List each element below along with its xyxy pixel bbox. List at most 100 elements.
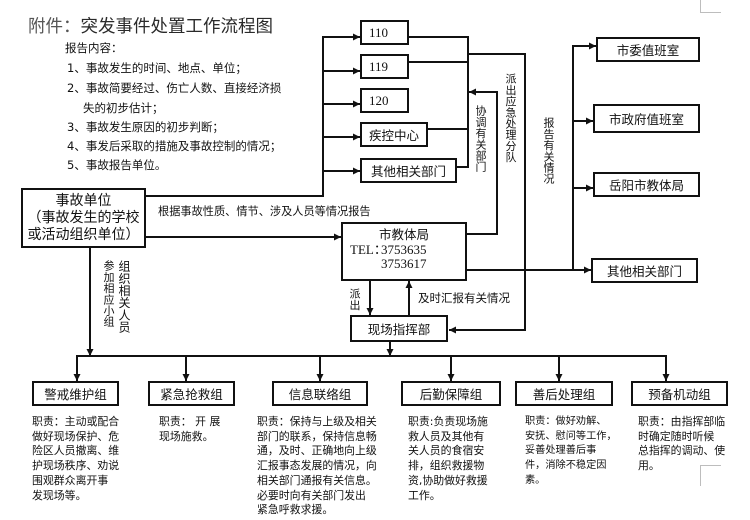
node-110: 110: [360, 20, 409, 45]
label-report-situation: 报告有关情况: [542, 117, 555, 185]
duty-line: 职责：保持与上级及相关: [257, 415, 377, 428]
page-title: 附件：突发事件处置工作流程图: [28, 16, 273, 38]
title-prefix: 附件：: [28, 17, 81, 37]
corner-mark-bottom-right: [700, 465, 721, 486]
label-timely-report: 及时汇报有关情况: [418, 291, 510, 305]
duty-line: 职责：主动或配合: [32, 415, 120, 428]
education-bureau-tel-1: 3753635: [381, 242, 427, 257]
duty-line: 关人员的食宿安: [408, 444, 485, 458]
duty-aftermath-handling: 职责：做好劝解、 安抚、慰问等工作， 妥善处理善后事 件，消除不稳定因 素。: [525, 415, 617, 489]
node-cdc: 疾控中心: [360, 122, 428, 147]
report-contents-heading: 报告内容：: [65, 41, 123, 55]
duty-line: 部门的联系，保持信息畅: [257, 429, 377, 443]
node-110-label: 110: [369, 24, 389, 40]
report-item: 4、事发后采取的措施及事故控制的情况；: [67, 139, 282, 153]
label-dispatch: 派出: [348, 288, 361, 311]
node-government-duty-office: 市政府值班室: [593, 104, 700, 133]
duty-line: 救人员及其他有: [408, 429, 485, 443]
arrow-dispatch-team: [449, 53, 526, 334]
duty-line: 通，及时、正确地向上级: [257, 444, 377, 458]
report-item: 2、事故简要经过、伤亡人数、直接经济损: [67, 81, 282, 95]
accident-unit-line: 事故单位: [55, 192, 112, 209]
duty-emergency-rescue: 职责： 开 展 现场施救。: [159, 415, 220, 444]
duty-line: 排，组织救援物: [408, 459, 485, 473]
duty-logistics-support: 职责:负责现场施 救人员及其他有 关人员的食宿安 排，组织救援物 资,协助做好救…: [408, 415, 488, 503]
report-item: 3、事故发生原因的初步判断；: [67, 120, 224, 134]
field-command-label: 现场指挥部: [367, 322, 431, 337]
node-119-label: 119: [369, 58, 389, 74]
node-119: 119: [360, 54, 409, 79]
group-name: 后勤保障组: [419, 387, 483, 402]
group-logistics-support: 后勤保障组: [401, 381, 501, 406]
report-item: 1、事故发生的时间、地点、单位；: [67, 61, 247, 75]
duty-line: 现场施救。: [159, 429, 214, 443]
duty-line: 汇报事态发展的情况，向: [257, 459, 377, 473]
duty-line: 件，消除不稳定因: [525, 460, 607, 472]
duty-security-maintenance: 职责：主动或配合 做好现场保护、危 险区人员撤离、维 护现场秩序、劝说 围观群众…: [32, 415, 119, 503]
duty-line: 护现场秩序、劝说: [32, 459, 120, 473]
label-dispatch-team: 派出应急处理分队: [504, 73, 517, 163]
duty-line: 相关部门通报有关信息。: [257, 473, 377, 487]
title-main: 突发事件处置工作流程图: [80, 17, 274, 37]
duty-reserve-mobile: 职责：由指挥部临 时确定随时听候 总指挥的调动、使 用。: [638, 415, 725, 474]
report-item: 5、事故报告单位。: [67, 158, 167, 172]
duty-line: 险区人员撤离、维: [32, 444, 120, 458]
node-yueyang-education-bureau: 岳阳市教体局: [593, 172, 700, 197]
duty-line: 职责:负责现场施: [408, 415, 488, 428]
education-bureau-tel-2: 3753617: [381, 256, 427, 271]
arrow-coordinate-departments: [467, 88, 498, 235]
duty-information-liaison: 职责：保持与上级及相关 部门的联系，保持信息畅 通，及时、正确地向上级 汇报事态…: [257, 415, 377, 518]
group-reserve-mobile: 预备机动组: [631, 381, 728, 406]
connector-accident-to-services-trunk: [146, 36, 324, 197]
duty-line: 妥善处理善后事: [525, 445, 597, 457]
label-report-by-nature: 根据事故性质、情节、涉及人员等情况报告: [158, 205, 371, 218]
node-cdc-label: 疾控中心: [369, 128, 420, 143]
node-education-bureau: 市教体局 TEL： 3753635 3753617: [341, 222, 467, 281]
duty-line: 时确定随时听候: [638, 429, 715, 443]
duty-line: 素。: [525, 474, 546, 486]
node-field-command: 现场指挥部: [350, 315, 448, 342]
duty-line: 围观群众离开事: [32, 473, 109, 487]
education-bureau-tel-label: TEL：: [350, 242, 387, 257]
group-security-maintenance: 警戒维护组: [32, 381, 119, 406]
label-join-groups: 参加相应小组: [102, 260, 115, 328]
report-item-continuation: 失的初步估计；: [83, 101, 164, 115]
duty-line: 工作。: [408, 488, 441, 502]
accident-unit-line: 或活动组织单位）: [27, 226, 140, 243]
node-party-duty-office: 市委值班室: [596, 37, 700, 62]
group-name: 警戒维护组: [44, 387, 107, 402]
node-120: 120: [360, 88, 409, 113]
duty-line: 做好现场保护、危: [32, 429, 120, 443]
node-120-label: 120: [369, 92, 389, 108]
group-name: 信息联络组: [288, 387, 352, 402]
duty-line: 用。: [638, 459, 660, 473]
label-organize-personnel: 组织相关人员: [117, 260, 131, 334]
node-yueyang-education-bureau-label: 岳阳市教体局: [608, 178, 684, 193]
duty-line: 资,协助做好救援: [408, 473, 488, 487]
node-party-duty-office-label: 市委值班室: [616, 43, 680, 58]
node-other-departments-right: 其他相关部门: [591, 258, 698, 283]
node-other-departments-left-label: 其他相关部门: [370, 164, 446, 179]
duty-line: 职责：做好劝解、: [525, 416, 607, 427]
node-other-departments-left: 其他相关部门: [360, 158, 457, 183]
education-bureau-name: 市教体局: [378, 227, 429, 242]
group-name: 善后处理组: [532, 387, 596, 402]
duty-line: 职责： 开 展: [159, 415, 221, 428]
label-coordinate-departments: 协调有关部门: [474, 105, 487, 173]
node-accident-unit: 事故单位 （事故发生的学校 或活动组织单位）: [21, 188, 146, 248]
duty-line: 总指挥的调动、使: [638, 444, 726, 458]
duty-line: 职责：由指挥部临: [638, 415, 726, 428]
node-government-duty-office-label: 市政府值班室: [608, 112, 684, 127]
group-name: 紧急抢救组: [160, 387, 223, 402]
group-name: 预备机动组: [648, 387, 711, 402]
node-other-departments-right-label: 其他相关部门: [606, 264, 682, 279]
duty-line: 安抚、慰问等工作，: [525, 430, 617, 442]
group-emergency-rescue: 紧急抢救组: [148, 381, 235, 406]
duty-line: 紧急呼救求援。: [257, 503, 334, 517]
duty-line: 发现场等。: [32, 488, 87, 502]
corner-mark-top-right: [700, 0, 721, 13]
accident-unit-line: （事故发生的学校: [27, 209, 140, 226]
duty-line: 必要时向有关部门发出: [257, 488, 366, 502]
group-aftermath-handling: 善后处理组: [515, 381, 613, 406]
